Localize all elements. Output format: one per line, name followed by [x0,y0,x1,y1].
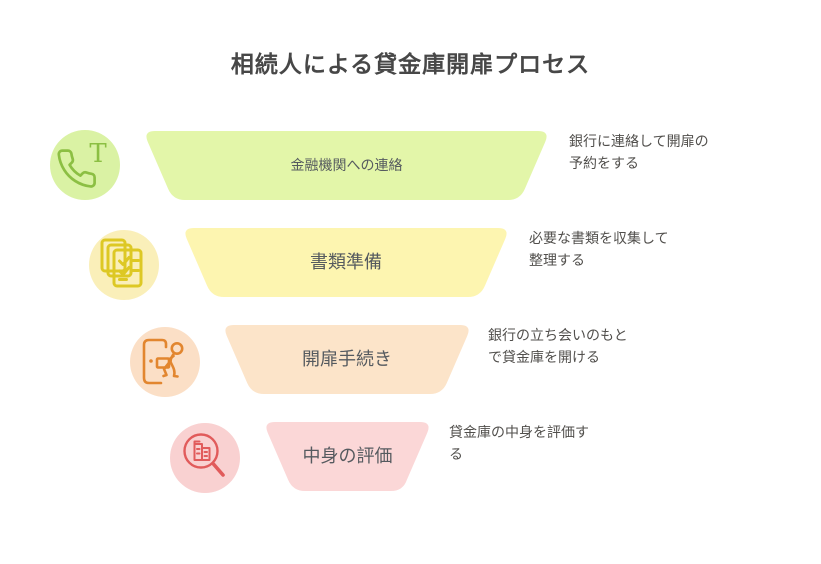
magnifier-building-icon [183,433,225,477]
funnel-step-2-label: 書類準備 [310,252,382,272]
door-person-icon [142,338,184,385]
funnel-step-3-label: 開扉手続き [302,349,392,369]
phone-icon: T [57,139,107,188]
step-4-icon-circle [170,423,240,493]
description-line: で貸金庫を開ける [488,348,600,365]
description-line: る [449,445,463,462]
funnel-step-4-label: 中身の評価 [302,446,393,466]
funnel-step-3-description: 銀行の立ち会いのもと で貸金庫を開ける [488,325,628,368]
funnel-segment-1 [146,131,547,200]
funnel-segment-2 [185,228,507,297]
page-title: 相続人による貸金庫開扉プロセス [230,51,591,77]
funnel-step-4-description: 貸金庫の中身を評価す る [449,422,589,465]
phone-icon-letter: T [89,139,107,169]
description-line: 整理する [529,251,585,268]
funnel-step-2-description: 必要な書類を収集して 整理する [529,228,669,271]
description-line: 予約をする [569,154,639,171]
description-line: 必要な書類を収集して [529,230,669,246]
funnel-step-1-label: 金融機関への連絡 [290,157,403,173]
funnel-segment-3 [225,325,469,394]
funnel-segment-4 [266,422,429,491]
funnel-step-1-description: 銀行に連絡して開扉の 予約をする [569,131,709,174]
documents-checklist-icon [100,238,143,288]
step-1-icon-circle [50,130,120,200]
description-line: 銀行の立ち会いのもと [488,327,628,343]
step-3-icon-circle [130,327,200,397]
description-line: 銀行に連絡して開扉の [569,133,709,149]
description-line: 貸金庫の中身を評価す [449,424,589,440]
